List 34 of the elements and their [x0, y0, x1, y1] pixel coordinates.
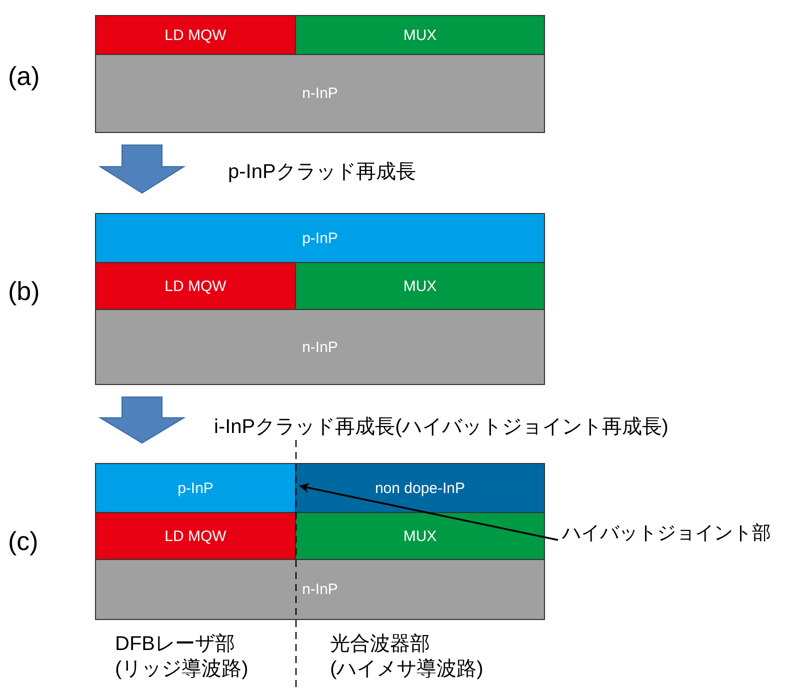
layer-label: n-InP	[302, 85, 338, 102]
layer-block	[295, 463, 545, 513]
layer-block	[95, 309, 545, 385]
layer-label: p-InP	[302, 230, 338, 246]
layer-block	[95, 15, 296, 55]
layer-block	[295, 512, 545, 560]
process-step-label: i-InPクラッド再成長(ハイバットジョイント再成長)	[214, 415, 668, 440]
layer-label: MUX	[403, 278, 437, 294]
layer-block	[95, 512, 296, 560]
panel-label: (c)	[8, 525, 38, 558]
layer-label: non dope-InP	[374, 480, 466, 496]
layer-label: LD MQW	[164, 278, 226, 294]
layer-block	[95, 213, 545, 263]
layer-label: LD MQW	[164, 26, 226, 44]
region-label: DFBレーザ部(リッジ導波路)	[115, 632, 250, 682]
layer-label: p-InP	[178, 480, 214, 496]
block-arrow	[98, 144, 186, 194]
panel-label: (b)	[8, 275, 40, 308]
layer-block	[295, 15, 545, 55]
region-label: 光合波器部(ハイメサ導波路)	[330, 632, 484, 682]
layer-block	[295, 262, 545, 310]
process-step-label: p-InPクラッド再成長	[228, 160, 416, 185]
layer-block	[95, 559, 545, 620]
layer-block	[95, 54, 545, 133]
layer-label: MUX	[403, 26, 437, 44]
block-arrow	[98, 396, 186, 444]
layer-label: MUX	[403, 528, 437, 544]
layer-label: n-InP	[302, 581, 338, 598]
layer-label: LD MQW	[164, 528, 226, 544]
panel-label: (a)	[8, 60, 40, 92]
layer-block	[95, 262, 296, 310]
layer-label: n-InP	[302, 338, 338, 356]
callout-label: ハイバットジョイント部	[562, 520, 792, 548]
layer-block	[95, 463, 296, 513]
